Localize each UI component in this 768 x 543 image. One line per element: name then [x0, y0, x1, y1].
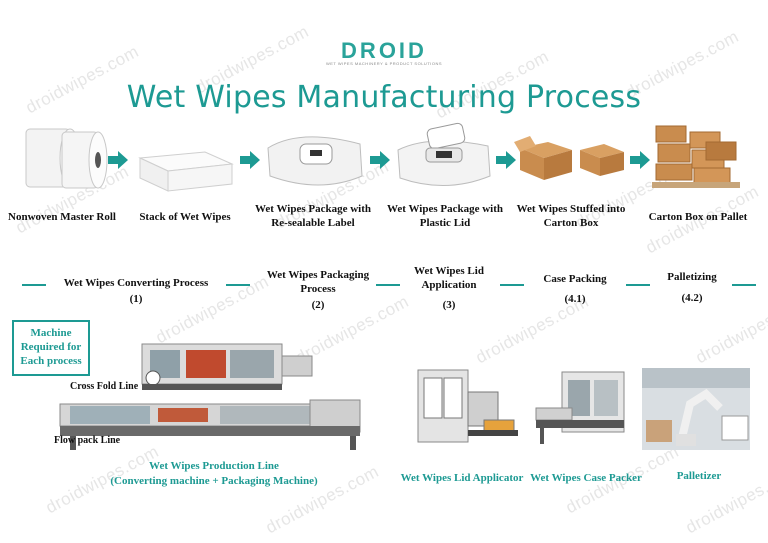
palletizer-image	[642, 368, 750, 450]
carton-box-icon	[514, 136, 624, 180]
step-name: Wet Wipes Converting Process	[63, 277, 209, 289]
brand-logo: DROID	[341, 38, 427, 63]
divider	[226, 284, 250, 286]
step-number: (1)	[129, 293, 143, 305]
product-images	[25, 122, 740, 192]
step-number: (4.2)	[681, 292, 703, 304]
cross-fold-machine-icon	[141, 343, 313, 390]
divider	[732, 284, 756, 286]
machine-required-box: Machine Required for Each process	[12, 320, 90, 376]
product-label: Wet Wipes Stuffed into Carton Box	[516, 203, 626, 229]
production-line-image	[59, 343, 361, 450]
product-label: Carton Box on Pallet	[648, 211, 748, 223]
flow-pack-label: Flow pack Line	[54, 435, 121, 446]
flow-pack-machine-icon	[59, 399, 361, 450]
flow-arrow-icon	[240, 151, 260, 169]
flow-arrow-icon	[496, 151, 516, 169]
case-packer-image	[535, 371, 625, 444]
lid-package-icon	[397, 122, 491, 186]
step-name: Wet Wipes Packaging Process	[266, 269, 370, 295]
label-package-icon	[267, 136, 363, 186]
flow-arrow-icon	[370, 151, 390, 169]
divider	[22, 284, 46, 286]
step-name: Palletizing	[667, 271, 717, 283]
cross-fold-label: Cross Fold Line	[70, 381, 139, 392]
pallet-icon	[652, 125, 740, 188]
palletizer-label: Palletizer	[676, 470, 722, 482]
divider	[500, 284, 524, 286]
lid-applicator-image	[417, 369, 518, 443]
flow-arrow-icon	[630, 151, 650, 169]
production-line-title: Wet Wipes Production Line	[149, 460, 279, 472]
divider	[626, 284, 650, 286]
flow-arrow-icon	[108, 151, 128, 169]
product-label: Wet Wipes Package with Plastic Lid	[386, 203, 503, 229]
case-packer-label: Wet Wipes Case Packer	[530, 472, 642, 484]
step-number: (3)	[442, 299, 456, 311]
step-number: (4.1)	[564, 293, 586, 305]
wipes-stack-icon	[138, 151, 234, 192]
product-label: Wet Wipes Package with Re-sealable Label	[254, 203, 371, 229]
production-line-subtitle: (Converting machine + Packaging Machine)	[110, 475, 318, 487]
lid-applicator-label: Wet Wipes Lid Applicator	[400, 472, 524, 484]
step-name: Wet Wipes Lid Application	[414, 265, 484, 291]
divider	[376, 284, 400, 286]
product-label: Stack of Wet Wipes	[139, 211, 231, 223]
product-label: Nonwoven Master Roll	[8, 211, 116, 223]
brand-tagline: WET WIPES MACHINERY & PRODUCT SOLUTIONS	[325, 61, 443, 66]
step-name: Case Packing	[543, 273, 607, 285]
page-title: Wet Wipes Manufacturing Process	[126, 80, 642, 115]
step-number: (2)	[311, 299, 325, 311]
master-roll-icon	[25, 128, 108, 189]
